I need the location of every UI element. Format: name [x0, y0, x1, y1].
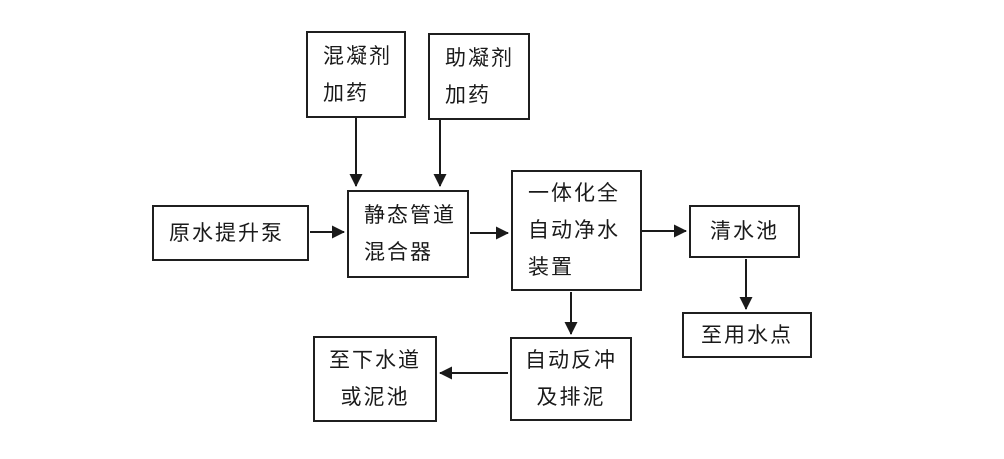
node-label-line: 及排泥: [536, 385, 606, 409]
node-sewer-or-sludge: 至下水道 或泥池: [313, 336, 437, 422]
node-label-line: 混合器: [364, 240, 433, 264]
node-label-line: 加药: [445, 82, 491, 107]
node-label-line: 清水池: [710, 219, 779, 243]
node-label-line: 装置: [528, 255, 574, 279]
node-label-line: 自动反冲: [525, 348, 617, 372]
node-raw-water-pump: 原水提升泵: [152, 205, 309, 261]
node-water-use-point: 至用水点: [682, 312, 812, 358]
node-label-line: 助凝剂: [445, 45, 514, 70]
node-label-line: 原水提升泵: [169, 220, 284, 245]
node-auto-backwash: 自动反冲 及排泥: [510, 337, 632, 421]
node-integrated-purifier: 一体化全 自动净水 装置: [511, 170, 642, 291]
node-clear-water-tank: 清水池: [689, 205, 800, 258]
node-label-line: 自动净水: [528, 218, 620, 242]
node-label-line: 一体化全: [528, 181, 620, 205]
node-coagulant-aid-dosing: 助凝剂 加药: [428, 33, 530, 120]
node-label-line: 或泥池: [340, 385, 410, 409]
node-label-line: 至用水点: [701, 322, 793, 347]
node-label-line: 至下水道: [329, 348, 421, 372]
node-label-line: 混凝剂: [323, 43, 392, 68]
node-label-line: 静态管道: [364, 203, 456, 227]
node-coagulant-dosing: 混凝剂 加药: [306, 31, 406, 118]
node-static-pipe-mixer: 静态管道 混合器: [347, 190, 469, 278]
node-label-line: 加药: [323, 80, 369, 105]
